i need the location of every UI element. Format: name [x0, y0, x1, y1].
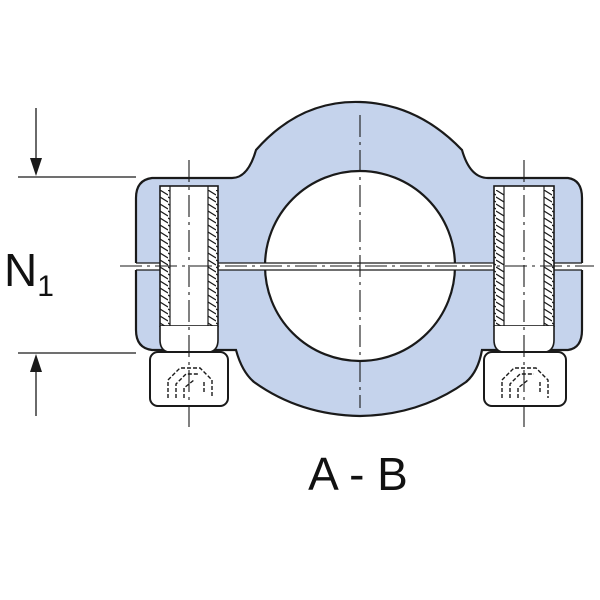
right-thread-outer-l — [494, 190, 504, 326]
left-socket-icon — [167, 367, 213, 398]
dimension-n1 — [18, 108, 136, 416]
dimension-subscript: 1 — [37, 270, 54, 303]
right-screw-head — [483, 351, 567, 407]
left-thread-outer-r — [208, 190, 218, 326]
section-label: A - B — [308, 448, 408, 500]
dimension-symbol: N — [4, 244, 37, 296]
right-thread-outer-r — [544, 190, 554, 326]
right-screw — [483, 185, 567, 407]
left-thread-outer-l — [160, 190, 170, 326]
arrow-top — [30, 158, 42, 176]
dimension-label: N1 — [4, 244, 54, 303]
center-lines — [120, 115, 594, 430]
right-socket-icon — [501, 367, 549, 398]
arrow-bottom — [30, 354, 42, 372]
